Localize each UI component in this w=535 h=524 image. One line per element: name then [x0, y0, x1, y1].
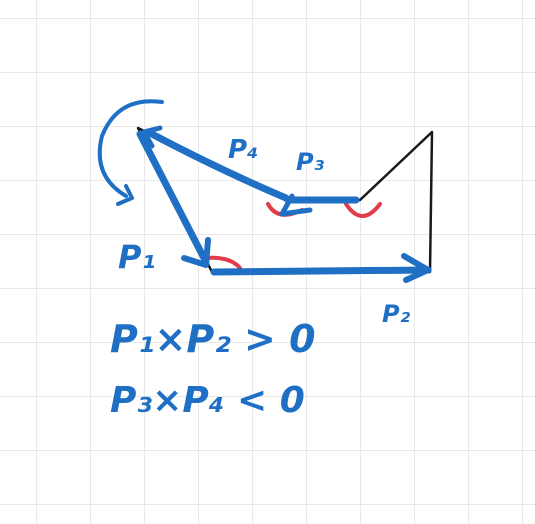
equation-p1-cross-p2: P₁×P₂ > 0 [110, 317, 316, 361]
vector-p4 [144, 128, 290, 202]
label-p3: P₃ [296, 148, 325, 176]
equation-p3-cross-p4: P₃×P₄ < 0 [110, 380, 305, 421]
label-p2: P₂ [382, 300, 411, 328]
vector-p2 [210, 266, 432, 276]
vector-p3-arrowhead [279, 193, 313, 217]
vector-p1-arrowhead [181, 237, 211, 268]
vector-p1 [136, 130, 210, 266]
angle-arc-reflex [344, 202, 382, 218]
rotation-arrow-head [116, 184, 134, 206]
rotation-arrow [97, 99, 164, 198]
label-p4: P₄ [228, 135, 258, 165]
label-p1: P₁ [118, 238, 155, 276]
vector-p2-arrowhead [401, 253, 431, 283]
vector-p4-arrowhead [141, 125, 163, 149]
